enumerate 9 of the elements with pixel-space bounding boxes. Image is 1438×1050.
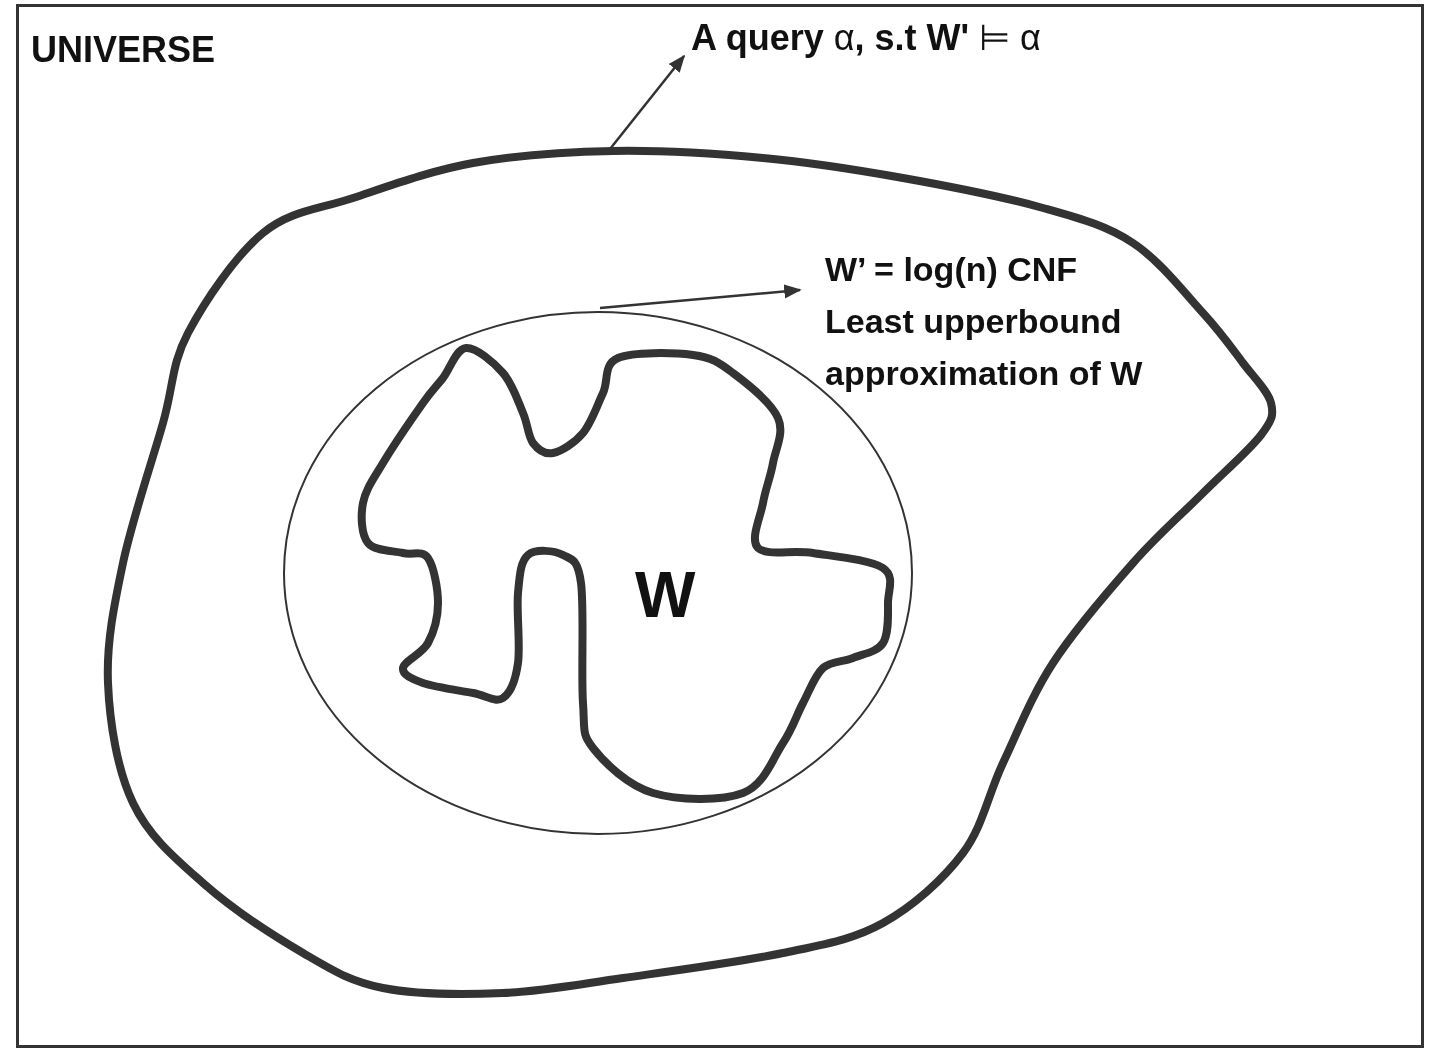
annotation-text: W’ = log(n) CNF [825,249,1079,290]
outer-region-outline [103,146,1278,998]
arrow [599,284,802,310]
region-label: W [635,563,696,627]
universe-frame [16,4,1424,1048]
arrow [609,54,686,150]
frame-label: UNIVERSE [31,29,216,71]
query-text: A query α, s.t W' ⊨ α [691,17,1042,59]
annotation-text: Least upperbound approximation of W [825,301,1144,394]
